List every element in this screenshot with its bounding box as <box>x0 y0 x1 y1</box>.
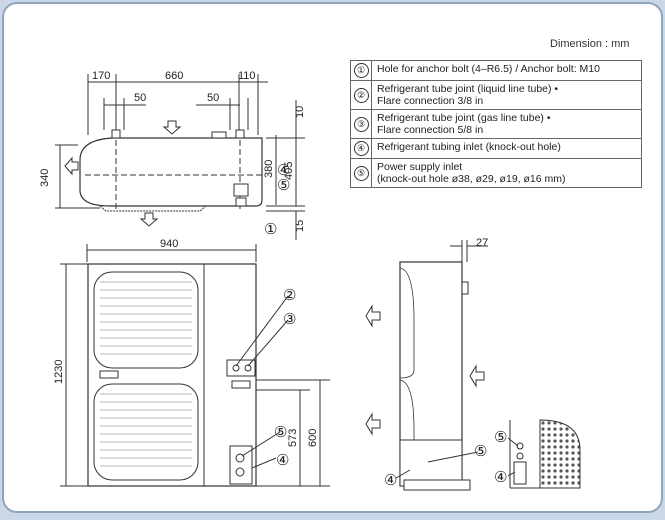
callout-4-top: ④ <box>277 162 290 179</box>
legend-row: ⑤ Power supply inlet(knock-out hole ø38,… <box>350 158 642 188</box>
dim-15: 15 <box>294 220 306 232</box>
side-view <box>365 240 581 491</box>
dim-405: 405 <box>283 162 295 180</box>
top-view <box>55 74 305 240</box>
dim-110: 110 <box>238 70 256 82</box>
callout-labels: ① ④ ⑤ ② ③ ⑤ ④ ⑤ ④ ⑤ ④ <box>264 162 507 489</box>
callout-4-detail: ④ <box>494 469 507 486</box>
legend-number: ② <box>353 87 369 103</box>
dim-1230: 1230 <box>53 360 65 384</box>
callout-5-front: ⑤ <box>274 424 287 441</box>
dim-340: 340 <box>39 169 51 187</box>
legend-row: ② Refrigerant tube joint (liquid line tu… <box>350 80 642 110</box>
callout-5-side: ⑤ <box>474 443 487 460</box>
callout-1: ① <box>264 221 277 238</box>
legend-number: ④ <box>353 141 369 156</box>
callout-2: ② <box>283 287 296 304</box>
dim-660: 660 <box>165 70 183 82</box>
dim-50-left: 50 <box>134 92 146 104</box>
legend-number: ③ <box>353 116 369 132</box>
dim-573: 573 <box>287 429 299 447</box>
legend-text: Hole for anchor bolt (4–R6.5) / Anchor b… <box>371 60 642 81</box>
legend-text: Refrigerant tubing inlet (knock-out hole… <box>371 138 642 159</box>
legend-number: ⑤ <box>353 165 369 181</box>
legend-number: ① <box>353 63 369 78</box>
callout-5-top: ⑤ <box>277 177 290 194</box>
legend-row: ③ Refrigerant tube joint (gas line tube)… <box>350 109 642 139</box>
callout-4-front: ④ <box>276 452 289 469</box>
dimension-labels: 170 660 110 50 50 10 380 405 15 340 940 … <box>39 70 488 447</box>
legend-text: Refrigerant tube joint (gas line tube) •… <box>371 109 642 139</box>
dim-50-right: 50 <box>207 92 219 104</box>
legend-text: Power supply inlet(knock-out hole ø38, ø… <box>371 158 642 188</box>
front-view <box>60 244 330 487</box>
dim-940: 940 <box>160 238 178 250</box>
callout-4-side: ④ <box>384 472 397 489</box>
dim-10: 10 <box>294 106 306 118</box>
legend-row: ④ Refrigerant tubing inlet (knock-out ho… <box>350 138 642 159</box>
dim-27: 27 <box>476 237 488 249</box>
dim-170: 170 <box>92 70 110 82</box>
dim-600: 600 <box>307 429 319 447</box>
legend-text: Refrigerant tube joint (liquid line tube… <box>371 80 642 110</box>
legend-row: ① Hole for anchor bolt (4–R6.5) / Anchor… <box>350 60 642 81</box>
legend-table: ① Hole for anchor bolt (4–R6.5) / Anchor… <box>350 60 642 188</box>
callout-5-detail: ⑤ <box>494 429 507 446</box>
callout-3: ③ <box>283 311 296 328</box>
dim-380: 380 <box>263 160 275 178</box>
dimension-unit-label: Dimension : mm <box>550 38 630 50</box>
